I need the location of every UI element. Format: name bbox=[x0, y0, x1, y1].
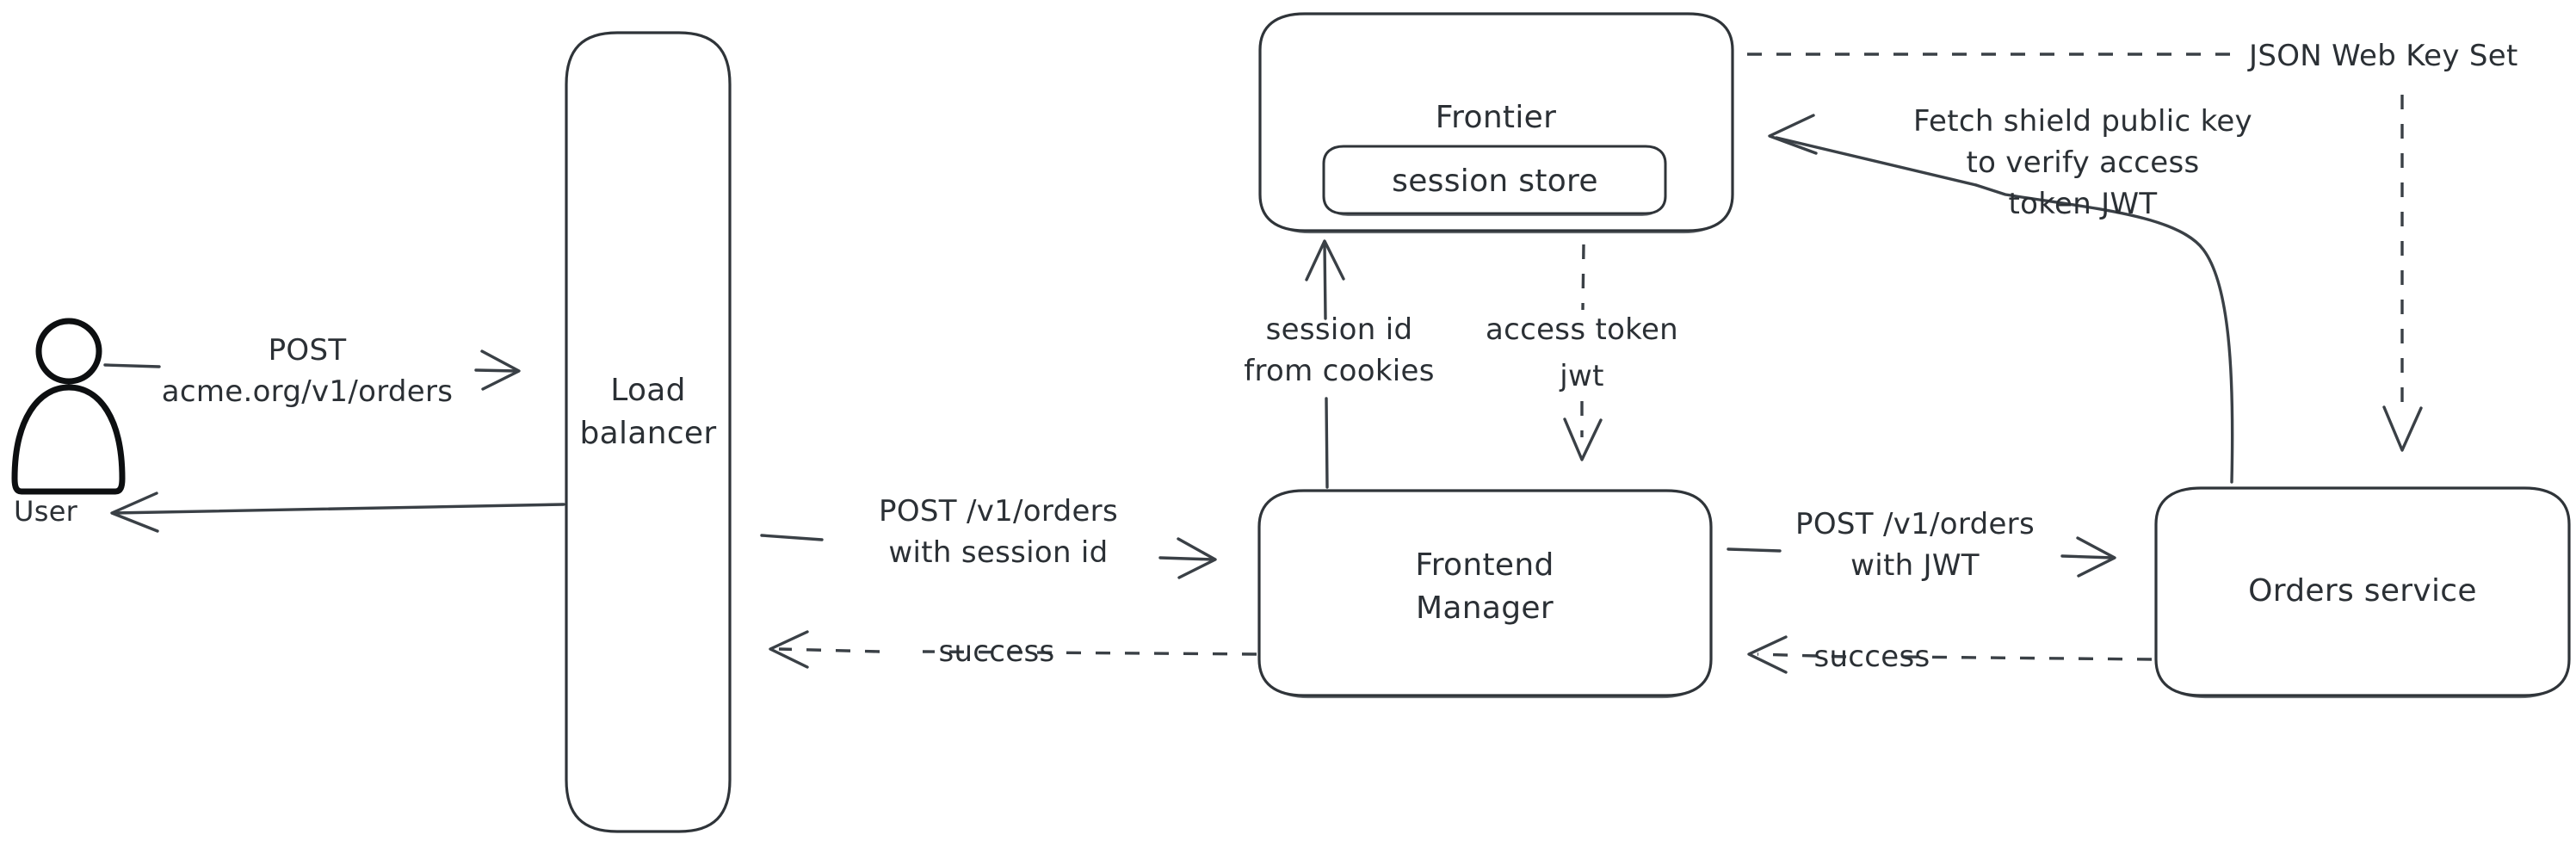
edge-frontend-manager-to-orders-service: POST /v1/orders with JWT bbox=[1727, 507, 2116, 583]
edge-orders-fm-label: success bbox=[1813, 640, 1930, 674]
edge-frontier-to-orders-service: JSON Web Key Set bbox=[1747, 39, 2518, 452]
frontend-manager-node[interactable]: Frontend Manager bbox=[1257, 489, 1713, 699]
edge-fm-orders-label-line1: POST /v1/orders bbox=[1795, 507, 2035, 541]
frontend-manager-label-line1: Frontend bbox=[1415, 547, 1554, 583]
edge-frontend-manager-to-frontier: session id from cookies bbox=[1244, 239, 1435, 489]
frontend-manager-box bbox=[1257, 489, 1713, 697]
edge-orders-fm-dash-right bbox=[1897, 655, 2153, 661]
edge-frontier-orders-label: JSON Web Key Set bbox=[2247, 39, 2518, 73]
arrow-head-right bbox=[2076, 536, 2116, 578]
session-store-label: session store bbox=[1392, 164, 1598, 199]
edge-fm-frontier-label-line1: session id bbox=[1266, 312, 1413, 347]
arrow-head-left bbox=[1747, 635, 1788, 674]
session-store-box bbox=[1322, 145, 1667, 215]
edge-frontier-fm-label-line2: jwt bbox=[1559, 359, 1604, 393]
edge-fm-frontier-lower bbox=[1325, 397, 1329, 489]
edge-user-lb-line bbox=[474, 368, 519, 373]
frontier-node[interactable]: Frontier session store bbox=[1258, 12, 1734, 234]
edge-frontier-to-frontend-manager: access token jwt bbox=[1486, 244, 1678, 461]
edge-user-lb-label-line2: acme.org/v1/orders bbox=[162, 374, 454, 409]
user-label: User bbox=[14, 495, 78, 528]
edge-orders-frontier-line bbox=[1775, 136, 1978, 187]
edge-orders-service-to-frontier: Fetch shield public key to verify access… bbox=[1768, 104, 2252, 484]
arrow-head-left bbox=[769, 630, 809, 669]
edge-orders-frontier-curve bbox=[1974, 183, 2234, 484]
edge-user-to-load-balancer: POST acme.org/v1/orders bbox=[103, 333, 521, 409]
load-balancer-node[interactable]: Load balancer bbox=[565, 31, 732, 833]
orders-service-node[interactable]: Orders service bbox=[2154, 486, 2571, 699]
edge-frontend-manager-to-load-balancer: success bbox=[769, 630, 1257, 669]
arrow-head-left bbox=[110, 492, 159, 533]
arrow-head-down bbox=[2382, 405, 2423, 452]
edge-orders-frontier-label-line3: token JWT bbox=[2009, 187, 2158, 221]
edge-orders-frontier-label-line2: to verify access bbox=[1966, 145, 2199, 180]
edge-fm-orders-label-line2: with JWT bbox=[1850, 548, 1980, 583]
edge-orders-frontier-label-line1: Fetch shield public key bbox=[1913, 104, 2252, 139]
load-balancer-label-line1: Load bbox=[610, 373, 686, 408]
orders-service-box bbox=[2154, 486, 2571, 697]
edge-fm-frontier-label-line2: from cookies bbox=[1244, 354, 1435, 388]
edge-fm-orders-stub bbox=[1727, 547, 1782, 553]
edge-user-lb-stub bbox=[103, 363, 161, 368]
edge-fm-orders-line bbox=[2060, 554, 2115, 560]
edge-lb-fm-label-line1: POST /v1/orders bbox=[879, 494, 1118, 529]
edge-frontier-fm-dash-upper bbox=[1581, 244, 1585, 311]
arrow-head-right bbox=[1177, 537, 1217, 579]
load-balancer-label-line2: balancer bbox=[580, 416, 717, 451]
edge-lb-user-line bbox=[112, 503, 565, 515]
edge-orders-service-to-frontend-manager: success bbox=[1747, 635, 2153, 674]
frontend-manager-label-line2: Manager bbox=[1416, 590, 1554, 626]
edge-lb-fm-label-line2: with session id bbox=[888, 535, 1108, 570]
edge-load-balancer-to-user bbox=[110, 492, 565, 533]
user-node[interactable]: User bbox=[11, 318, 126, 528]
edge-lb-fm-line bbox=[1158, 556, 1215, 561]
arrow-head-down bbox=[1563, 417, 1603, 461]
edge-fm-lb-label: success bbox=[938, 634, 1054, 669]
edge-lb-fm-stub bbox=[760, 534, 824, 541]
arrow-head-left bbox=[1768, 114, 1818, 155]
arrow-head-right bbox=[480, 349, 521, 391]
edge-frontier-fm-label-line1: access token bbox=[1486, 312, 1678, 347]
person-body-outline bbox=[11, 384, 126, 495]
edge-load-balancer-to-frontend-manager: POST /v1/orders with session id bbox=[760, 494, 1217, 579]
edge-fm-lb-dash-left bbox=[778, 647, 880, 653]
load-balancer-box bbox=[565, 31, 732, 833]
orders-service-label: Orders service bbox=[2248, 573, 2477, 609]
arrow-head-up bbox=[1305, 239, 1345, 281]
person-head-outline bbox=[35, 318, 102, 385]
edge-user-lb-label-line1: POST bbox=[269, 333, 347, 368]
session-store-node[interactable]: session store bbox=[1322, 145, 1667, 216]
frontier-label: Frontier bbox=[1436, 100, 1556, 135]
